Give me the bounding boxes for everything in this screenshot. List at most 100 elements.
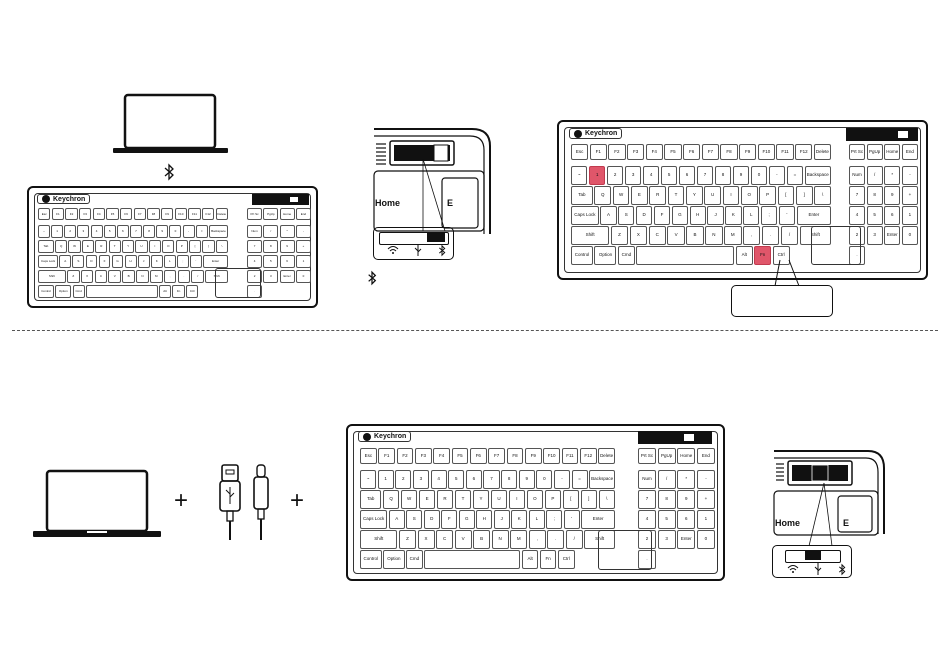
key[interactable]: 9	[677, 490, 696, 509]
key[interactable]: 8	[263, 239, 279, 254]
key[interactable]: I	[148, 239, 161, 254]
key[interactable]: R	[95, 239, 108, 254]
key[interactable]: G	[671, 206, 689, 225]
key[interactable]	[424, 550, 521, 569]
key[interactable]: Control	[38, 284, 55, 299]
key[interactable]: Fn	[754, 246, 772, 265]
key[interactable]: F12	[579, 448, 597, 464]
key[interactable]: X	[417, 530, 435, 549]
key[interactable]: *	[677, 470, 696, 489]
key[interactable]: F9	[739, 144, 757, 160]
key[interactable]: L	[163, 254, 176, 269]
key[interactable]: Tab	[360, 490, 382, 509]
key[interactable]: -	[295, 224, 311, 239]
key[interactable]: F10	[757, 144, 775, 160]
key[interactable]: Enter	[581, 510, 615, 529]
key[interactable]: Prt Sc	[849, 144, 866, 160]
key[interactable]: Delete	[813, 144, 831, 160]
key[interactable]: ;	[176, 254, 189, 269]
mode-switch[interactable]	[846, 128, 918, 141]
key[interactable]: [	[777, 186, 795, 205]
key[interactable]: 1	[295, 254, 311, 269]
key[interactable]: C	[436, 530, 454, 549]
key[interactable]: C	[94, 269, 108, 284]
key[interactable]: F6	[683, 144, 701, 160]
key[interactable]: F1	[51, 208, 65, 220]
key[interactable]: F11	[561, 448, 579, 464]
key[interactable]: 1	[696, 510, 715, 529]
key[interactable]: [	[189, 239, 202, 254]
key[interactable]: D	[423, 510, 440, 529]
key[interactable]: H	[689, 206, 706, 225]
key[interactable]: 8	[501, 470, 518, 489]
key[interactable]: T	[108, 239, 121, 254]
key[interactable]: 8	[657, 490, 676, 509]
key[interactable]: 9	[279, 239, 295, 254]
key[interactable]: U	[135, 239, 148, 254]
key[interactable]: /	[191, 269, 205, 284]
key[interactable]: 9	[884, 186, 901, 205]
key[interactable]: /	[866, 166, 883, 185]
key[interactable]: Caps Lock	[360, 510, 388, 529]
key[interactable]: M	[149, 269, 163, 284]
key[interactable]: Backspace	[589, 470, 615, 489]
key[interactable]: 7	[696, 166, 714, 185]
key[interactable]: G	[458, 510, 475, 529]
key[interactable]: 5	[657, 510, 676, 529]
key[interactable]: -	[901, 166, 918, 185]
key[interactable]: Shift	[360, 530, 398, 549]
key[interactable]: V	[108, 269, 122, 284]
key[interactable]: 4	[90, 224, 103, 239]
key[interactable]: ]	[202, 239, 215, 254]
key[interactable]: Cmd	[617, 246, 635, 265]
key[interactable]	[86, 284, 158, 299]
key[interactable]: Cmd	[406, 550, 423, 569]
key[interactable]: Ctrl	[772, 246, 790, 265]
key[interactable]: ~	[360, 470, 377, 489]
key[interactable]: M	[724, 226, 742, 245]
key[interactable]: X	[629, 226, 648, 245]
key[interactable]: 7	[849, 186, 866, 205]
key[interactable]: Home	[677, 448, 696, 464]
key[interactable]: 4	[247, 254, 263, 269]
key[interactable]: Home	[884, 144, 901, 160]
key[interactable]: D	[85, 254, 98, 269]
key[interactable]: 3	[77, 224, 90, 239]
key[interactable]: Esc	[571, 144, 589, 160]
key[interactable]: Option	[55, 284, 72, 299]
key[interactable]: F5	[106, 208, 119, 220]
key[interactable]: PgUp	[657, 448, 676, 464]
key[interactable]: Caps Lock	[38, 254, 59, 269]
mode-switch[interactable]	[638, 431, 712, 444]
key[interactable]: End	[696, 448, 715, 464]
key[interactable]: V	[667, 226, 685, 245]
key[interactable]: Z	[610, 226, 629, 245]
key[interactable]: K	[150, 254, 163, 269]
switch-knob[interactable]	[427, 233, 445, 242]
key[interactable]: /	[263, 224, 279, 239]
key[interactable]: 3	[624, 166, 642, 185]
key[interactable]: 5	[448, 470, 465, 489]
key[interactable]: P	[175, 239, 188, 254]
key[interactable]: Esc	[360, 448, 377, 464]
key[interactable]: 7	[483, 470, 500, 489]
key[interactable]: 1	[588, 166, 606, 185]
key[interactable]: Prt Sc	[247, 208, 263, 220]
key[interactable]: =	[786, 166, 804, 185]
key[interactable]: A	[600, 206, 617, 225]
key[interactable]: F9	[524, 448, 542, 464]
key[interactable]: *	[279, 224, 295, 239]
key[interactable]: 4	[638, 510, 657, 529]
key[interactable]: Q	[382, 490, 400, 509]
key[interactable]: U	[490, 490, 508, 509]
key[interactable]: =	[195, 224, 208, 239]
key[interactable]: 4	[642, 166, 660, 185]
key[interactable]: 3	[263, 269, 279, 284]
key[interactable]: F6	[469, 448, 487, 464]
key[interactable]: K	[511, 510, 528, 529]
key[interactable]: F1	[378, 448, 396, 464]
key[interactable]: 0	[696, 530, 715, 549]
key[interactable]: ~	[571, 166, 588, 185]
key[interactable]: N	[705, 226, 723, 245]
key[interactable]: F7	[133, 208, 147, 220]
